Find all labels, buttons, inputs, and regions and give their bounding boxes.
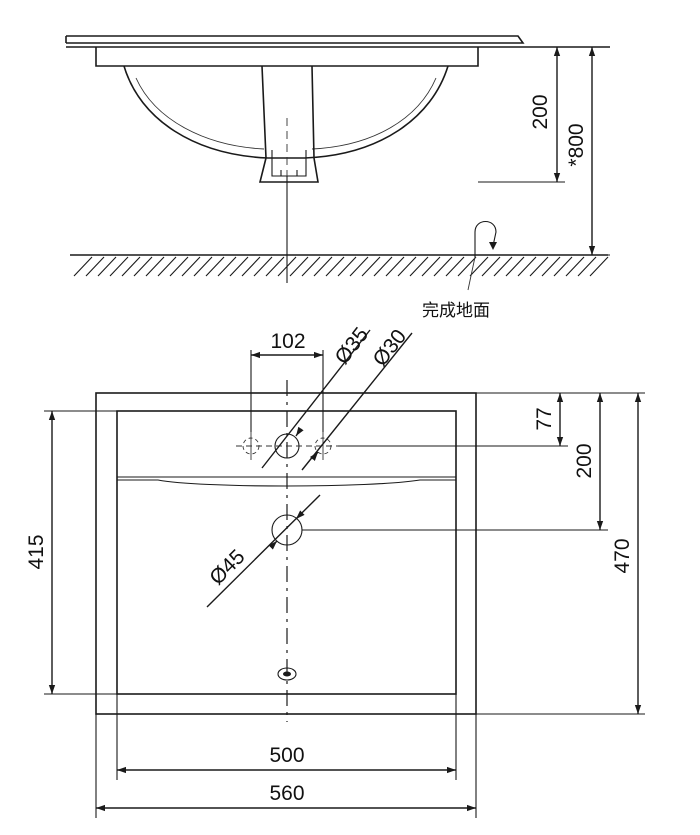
hatch-stroke [541, 256, 561, 277]
hatch-stroke [337, 256, 357, 277]
hatch-stroke [133, 256, 153, 277]
label-finished-floor: 完成地面 [422, 301, 490, 321]
leader-hole-30 [301, 332, 413, 471]
top-view: 102 Ø35 Ø30 Ø45 415 77 200 470 [25, 323, 645, 818]
hatch-stroke [181, 256, 201, 277]
label-outer-width: 560 [269, 782, 304, 805]
sink-rim [95, 47, 479, 67]
hatch-stroke [73, 256, 93, 277]
basin-bowl-inner [135, 77, 437, 150]
label-hole-35: Ø35 [331, 323, 374, 368]
side-view: 200 *800 完成地面 [65, 35, 610, 321]
floor-hatching [73, 256, 609, 277]
leader-drain-45 [206, 494, 321, 608]
hatch-stroke [565, 256, 585, 277]
hatch-stroke [433, 256, 453, 277]
label-tap-offset: 77 [533, 407, 556, 430]
hatch-stroke [445, 256, 465, 277]
hatch-stroke [157, 256, 177, 277]
hatch-stroke [217, 256, 237, 277]
hatch-stroke [325, 256, 345, 277]
leader-hole-35 [261, 329, 371, 469]
hatch-stroke [289, 256, 309, 277]
hatch-stroke [253, 256, 273, 277]
label-inner-width: 500 [269, 744, 304, 767]
label-tap-spacing: 102 [270, 330, 305, 353]
hatch-stroke [301, 256, 321, 277]
hatch-stroke [589, 256, 609, 277]
overflow-hole [277, 667, 297, 681]
hatch-stroke [349, 256, 369, 277]
hatch-stroke [109, 256, 129, 277]
label-hole-30: Ø30 [369, 325, 412, 370]
label-drain-offset: 200 [573, 443, 596, 478]
hatch-stroke [457, 256, 477, 277]
hatch-stroke [505, 256, 525, 277]
hatch-stroke [205, 256, 225, 277]
label-drain-45: Ø45 [205, 545, 249, 589]
hatch-stroke [313, 256, 333, 277]
hatch-stroke [577, 256, 597, 277]
hatch-stroke [265, 256, 285, 277]
hatch-stroke [481, 256, 501, 277]
floor-marker-hook [474, 220, 497, 257]
hatch-stroke [529, 256, 549, 277]
counter-top-edge [66, 35, 525, 44]
hatch-stroke [85, 256, 105, 277]
label-depth-total: 470 [611, 538, 634, 573]
label-depth-left: 415 [25, 534, 48, 569]
hatch-stroke [121, 256, 141, 277]
hatch-stroke [229, 256, 249, 277]
hatch-stroke [193, 256, 213, 277]
hatch-stroke [397, 256, 417, 277]
hatch-stroke [373, 256, 393, 277]
hatch-stroke [421, 256, 441, 277]
hatch-stroke [385, 256, 405, 277]
hatch-stroke [97, 256, 117, 277]
hatch-stroke [277, 256, 297, 277]
hatch-stroke [169, 256, 189, 277]
hatch-stroke [517, 256, 537, 277]
hatch-stroke [553, 256, 573, 277]
hatch-stroke [241, 256, 261, 277]
hatch-stroke [469, 256, 489, 277]
pedestal [258, 65, 319, 183]
outer-outline [95, 392, 477, 715]
label-total-height: *800 [565, 123, 588, 166]
hatch-stroke [409, 256, 429, 277]
hatch-stroke [361, 256, 381, 277]
basin-bowl-outer [123, 65, 449, 159]
bowl-front-edge [117, 479, 456, 487]
hatch-stroke [145, 256, 165, 277]
label-basin-height: 200 [529, 94, 552, 129]
hatch-stroke [493, 256, 513, 277]
